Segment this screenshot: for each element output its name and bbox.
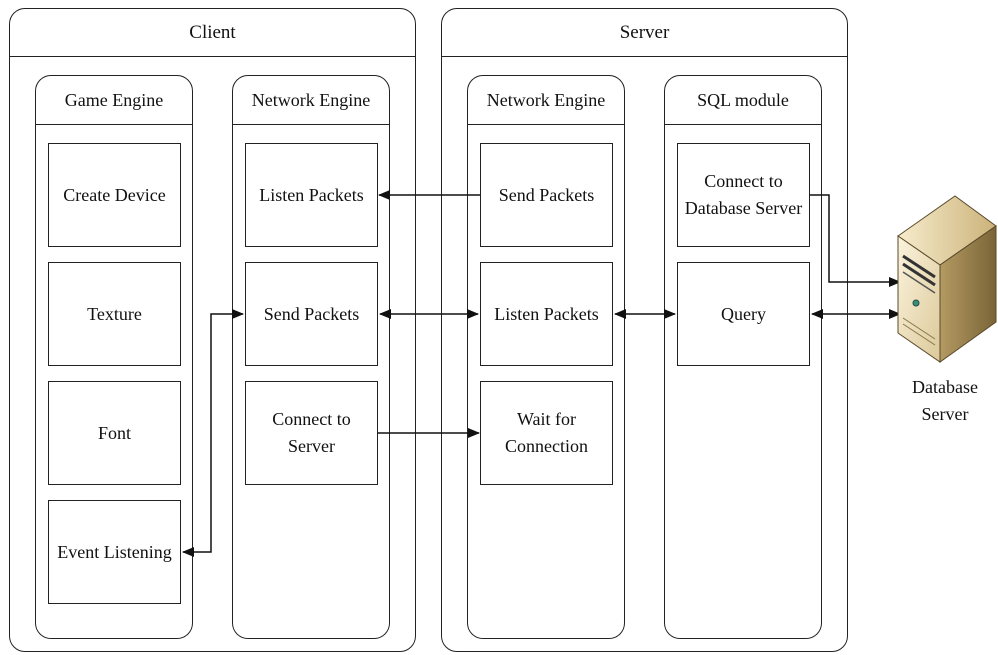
server-network-engine-title: Network Engine bbox=[468, 76, 624, 125]
event-listening-box: Event Listening bbox=[48, 500, 181, 604]
client-game-engine-title: Game Engine bbox=[36, 76, 192, 125]
query-box: Query bbox=[677, 262, 810, 366]
server-listen-packets-box: Listen Packets bbox=[480, 262, 613, 366]
connect-database-box: Connect to Database Server bbox=[677, 143, 810, 247]
client-network-engine-title: Network Engine bbox=[233, 76, 389, 125]
client-listen-packets-box: Listen Packets bbox=[245, 143, 378, 247]
client-title: Client bbox=[10, 9, 415, 57]
sql-module-title: SQL module bbox=[665, 76, 821, 125]
database-server-icon bbox=[897, 195, 997, 363]
server-send-packets-box: Send Packets bbox=[480, 143, 613, 247]
font-box: Font bbox=[48, 381, 181, 485]
arrow-event-send bbox=[182, 309, 244, 557]
arrow-connect-db bbox=[810, 194, 901, 287]
texture-box: Texture bbox=[48, 262, 181, 366]
client-send-packets-box: Send Packets bbox=[245, 262, 378, 366]
connect-to-server-box: Connect to Server bbox=[245, 381, 378, 485]
database-server-label: Database Server bbox=[912, 377, 978, 424]
create-device-box: Create Device bbox=[48, 143, 181, 247]
wait-for-connection-box: Wait for Connection bbox=[480, 381, 613, 485]
server-title: Server bbox=[442, 9, 847, 57]
